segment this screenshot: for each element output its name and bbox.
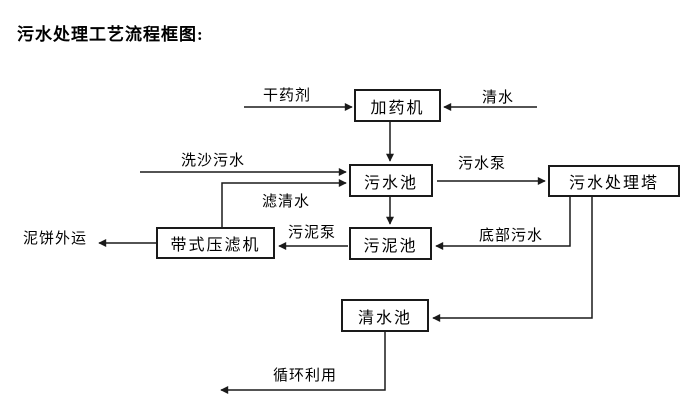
flow-label-mud-cake-outbound: 泥饼外运: [22, 231, 87, 247]
node-belt-filter-press-label: 带式压滤机: [170, 237, 261, 254]
flow-label-sewage-pump: 污水泵: [457, 156, 506, 172]
flow-label-clean-water-input: 清水: [481, 90, 514, 106]
node-treatment-tower-label: 污水处理塔: [568, 175, 659, 192]
edge-tower-to-sludge-pool: [435, 197, 571, 250]
node-belt-filter-press: 带式压滤机: [156, 227, 275, 259]
edge-tower-to-clean-pool: [432, 197, 593, 322]
flow-label-dry-agent: 干药剂: [262, 88, 311, 104]
node-sewage-pool: 污水池: [349, 164, 433, 197]
node-sewage-pool-label: 污水池: [363, 174, 418, 192]
node-sludge-pool-label: 污泥池: [363, 237, 418, 255]
node-dosing-machine-label: 加药机: [370, 99, 425, 117]
edge-belt-press-to-sewage-pool: [221, 179, 347, 227]
node-treatment-tower: 污水处理塔: [548, 165, 680, 197]
flow-label-sludge-pump: 污泥泵: [287, 225, 336, 241]
page-title: 污水处理工艺流程框图:: [17, 25, 204, 44]
node-clean-water-pool: 清水池: [341, 299, 429, 332]
edge-clean-pool-to-recycle: [220, 332, 386, 394]
flow-label-recycle-reuse: 循环利用: [272, 368, 337, 384]
flow-label-filtered-water: 滤清水: [261, 194, 310, 210]
flow-label-bottom-sewage: 底部污水: [478, 228, 543, 244]
node-clean-water-pool-label: 清水池: [357, 309, 412, 327]
node-sludge-pool: 污泥池: [349, 227, 432, 260]
node-dosing-machine: 加药机: [354, 89, 441, 122]
flow-label-sand-washing-sewage: 洗沙污水: [180, 153, 245, 169]
